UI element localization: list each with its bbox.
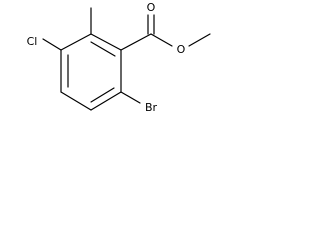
chlorine-bond xyxy=(42,38,62,51)
ester-methyl-bond xyxy=(188,33,211,47)
ring-to-carbonyl-bond xyxy=(120,33,152,51)
ring-bond-c1-c2 xyxy=(90,33,122,51)
benzene-ring xyxy=(60,33,122,111)
bromine-atom-label: Br xyxy=(145,101,158,114)
bromo-substituent: Br xyxy=(120,91,158,114)
carbonyl-to-ester-oxygen-bond xyxy=(150,33,173,47)
ring-bond-c2-c3 xyxy=(60,33,92,51)
ring-double-bond-inner-c1-c2 xyxy=(90,41,116,57)
ring-double-bond-inner-c5-c6 xyxy=(90,87,115,103)
chlorine-atom-label: Cl xyxy=(27,35,38,48)
ester-oxygen-label: O xyxy=(177,43,186,56)
chloro-substituent: Cl xyxy=(27,35,62,51)
chemical-structure-diagram: Cl Br O O xyxy=(27,1,211,114)
methyl-ester-group: O O xyxy=(120,1,211,56)
ring-bond-c5-c6 xyxy=(90,91,122,111)
bromine-bond xyxy=(120,91,141,104)
ring-bond-c4-c5 xyxy=(60,91,92,111)
carbonyl-oxygen-label: O xyxy=(147,1,156,14)
